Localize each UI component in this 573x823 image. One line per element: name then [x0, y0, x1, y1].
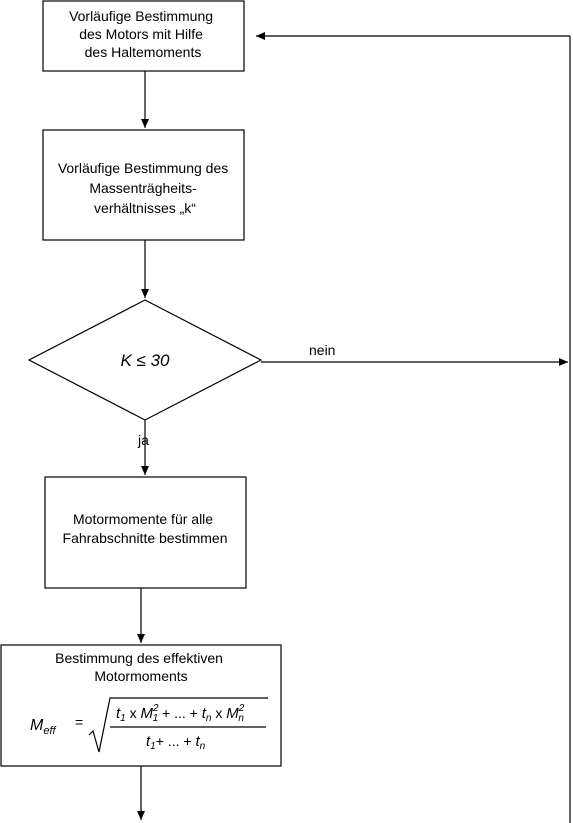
box-inertia-ratio [42, 129, 245, 241]
box-effective-torque [0, 644, 282, 767]
label-yes: ja [137, 432, 149, 448]
label-no: nein [309, 342, 335, 358]
sqrt-sign [88, 697, 268, 753]
formula-lhs: Meff [30, 717, 57, 737]
box-motor-torques [44, 476, 247, 589]
box-effective-torque-text: Bestimmung des effektiven Motormoments [55, 650, 227, 684]
decision-text: K ≤ 30 [120, 351, 170, 370]
box-motor-selection-text: Vorläufige Bestimmung des Motors mit Hil… [69, 8, 217, 60]
formula-equals: = [75, 714, 83, 730]
formula-denominator: t1+ ... + tn [146, 733, 206, 752]
box-motor-torques-text: Motormomente für alle Fahrabschnitte bes… [63, 511, 228, 546]
box-inertia-ratio-text: Vorläufige Bestimmung des Massenträgheit… [58, 160, 232, 216]
box-motor-selection [42, 0, 245, 72]
